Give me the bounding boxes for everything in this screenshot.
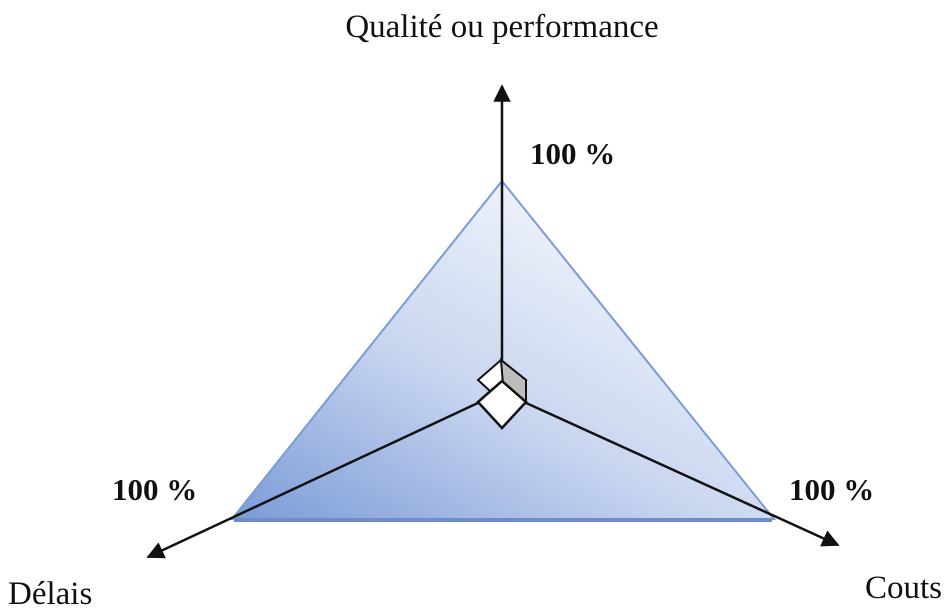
cost-axis-title: Couts: [865, 570, 942, 606]
cost-axis: [523, 400, 840, 547]
delay-100-label: 100 %: [112, 472, 197, 507]
delay-axis-title: Délais: [8, 576, 92, 611]
delay-axis: [146, 400, 481, 559]
quality-100-label: 100 %: [530, 136, 615, 171]
quality-axis-title: Qualité ou performance: [345, 9, 658, 45]
center-cube-icon: [476, 357, 528, 430]
cost-100-label: 100 %: [789, 472, 874, 507]
